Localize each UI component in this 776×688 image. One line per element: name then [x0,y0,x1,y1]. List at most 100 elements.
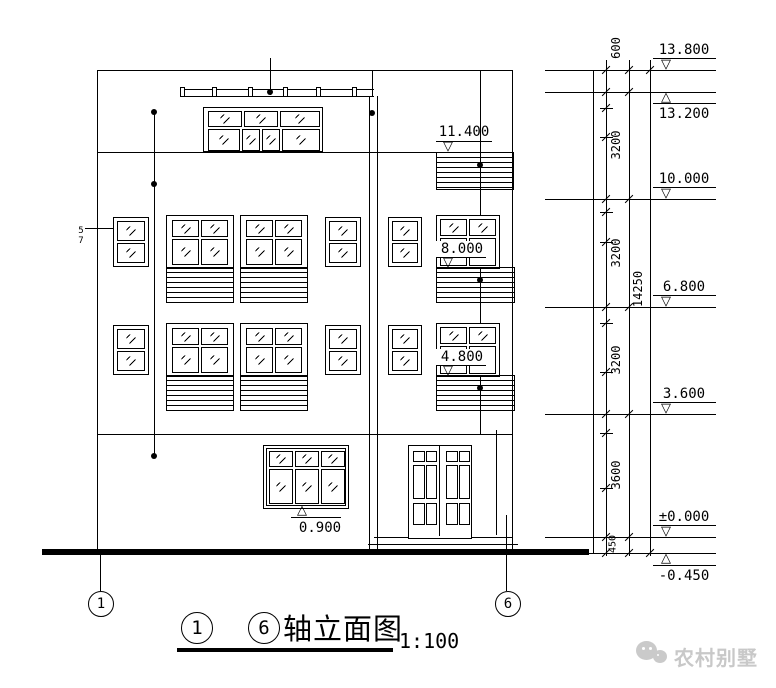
window-pane [295,451,319,467]
watermark-bubble-icon [636,641,657,660]
window-pane [280,111,320,127]
window-pane [117,221,145,241]
window-pane [329,243,357,263]
door-panel [426,465,437,499]
marker-flag-line [653,58,716,59]
title-axis-bubble-end: 6 [248,612,280,644]
extension-stub [600,108,613,109]
triangle-down-icon: ▽ [443,139,453,154]
building-left-edge [97,70,98,550]
window-pane [117,329,145,349]
railing-bottom-rail [180,96,374,97]
window-pane [275,220,302,237]
dim-text-600: 600 [609,37,623,59]
triangle-down-icon: ▽ [443,255,453,270]
marker-flag-line [436,257,486,258]
dim-text-3200: 3200 [609,345,623,375]
window-pane [117,351,145,371]
marker-flag-line [436,141,492,142]
drawing-title: 轴立面图 [283,612,404,646]
axis-bubble-6: 6 [495,591,521,617]
triangle-down-icon: ▽ [661,294,671,309]
window-pane [392,243,418,263]
triangle-up-icon: △ [661,90,671,105]
window-pane [201,328,228,345]
window-pane [275,239,302,265]
dimension-boundary-line [593,70,594,553]
node-dot [151,453,157,459]
drawing-scale: 1:100 [399,629,460,653]
window-pane [208,129,240,151]
axis-line-6 [506,515,507,591]
triangle-down-icon: ▽ [443,363,453,378]
elevation-label-6800: 6.800 [662,279,706,295]
railing-top-rail [180,89,374,90]
elevation-label-8000: 8.000 [436,241,488,257]
node-dot [151,181,157,187]
triangle-down-icon: ▽ [661,524,671,539]
dim-text-3200: 3200 [609,238,623,268]
marker-flag-line [653,402,716,403]
watermark-text: 农村别墅 [674,646,758,670]
window-pane [392,221,418,241]
railing-post [316,87,321,97]
marker-flag-line [653,103,716,104]
door-panel [413,465,425,499]
window-pane [392,351,418,371]
window-pane [262,129,280,151]
door-panel [446,465,458,499]
door-panel [413,503,425,525]
railing-post [248,87,253,97]
elevation-label-0000: ±0.000 [658,509,710,525]
extension-stub [600,212,613,213]
building-right-edge [512,70,513,550]
door-panel [459,451,470,462]
elevation-label-13200: 13.200 [658,106,710,122]
node-dot [267,89,273,95]
title-axis-bubble-start: 1 [181,612,213,644]
window-pane [246,220,273,237]
window-pane [172,328,199,345]
window-pane [246,328,273,345]
window-pane [242,129,260,151]
triangle-down-icon: ▽ [661,401,671,416]
wall-edge-line [372,70,373,96]
spandrel-louver [436,267,515,303]
elevation-label-11400: 11.400 [438,124,490,140]
elevation-label-3600: 3.600 [662,386,706,402]
door-panel [426,451,437,462]
axis-bubble-1: 1 [88,591,114,617]
window-pane [201,347,228,373]
triangle-up-icon: △ [297,503,307,518]
axis-number: 1 [191,617,203,639]
extension-stub [600,488,613,489]
watermark-bubble-icon [653,650,667,663]
dim-text-450: 450 [607,534,619,554]
door-panel [426,503,437,525]
roof-floor-line [97,152,436,153]
window-pane [172,220,199,237]
extension-line [545,307,716,308]
door-panel [446,451,458,462]
canopy-line [97,434,513,435]
marker-flag-line [653,187,716,188]
dimension-boundary-line [650,60,651,556]
elevation-label-4800: 4.800 [436,349,488,365]
watermark-icon-dot [649,647,652,650]
spandrel-louver [166,267,234,303]
window-pane [469,219,496,236]
window-pane [321,469,345,504]
extension-stub [600,137,613,138]
window-pane [282,129,320,151]
door-panel [459,503,470,525]
dim-text-3200: 3200 [609,130,623,160]
axis-line-1 [100,555,101,591]
leader-line [85,228,122,229]
window-pane [208,111,242,127]
extension-stub [600,242,613,243]
extension-line [545,92,716,93]
elevation-label-13800: 13.800 [658,42,710,58]
window-pane [244,111,278,127]
extension-stub [600,433,613,434]
